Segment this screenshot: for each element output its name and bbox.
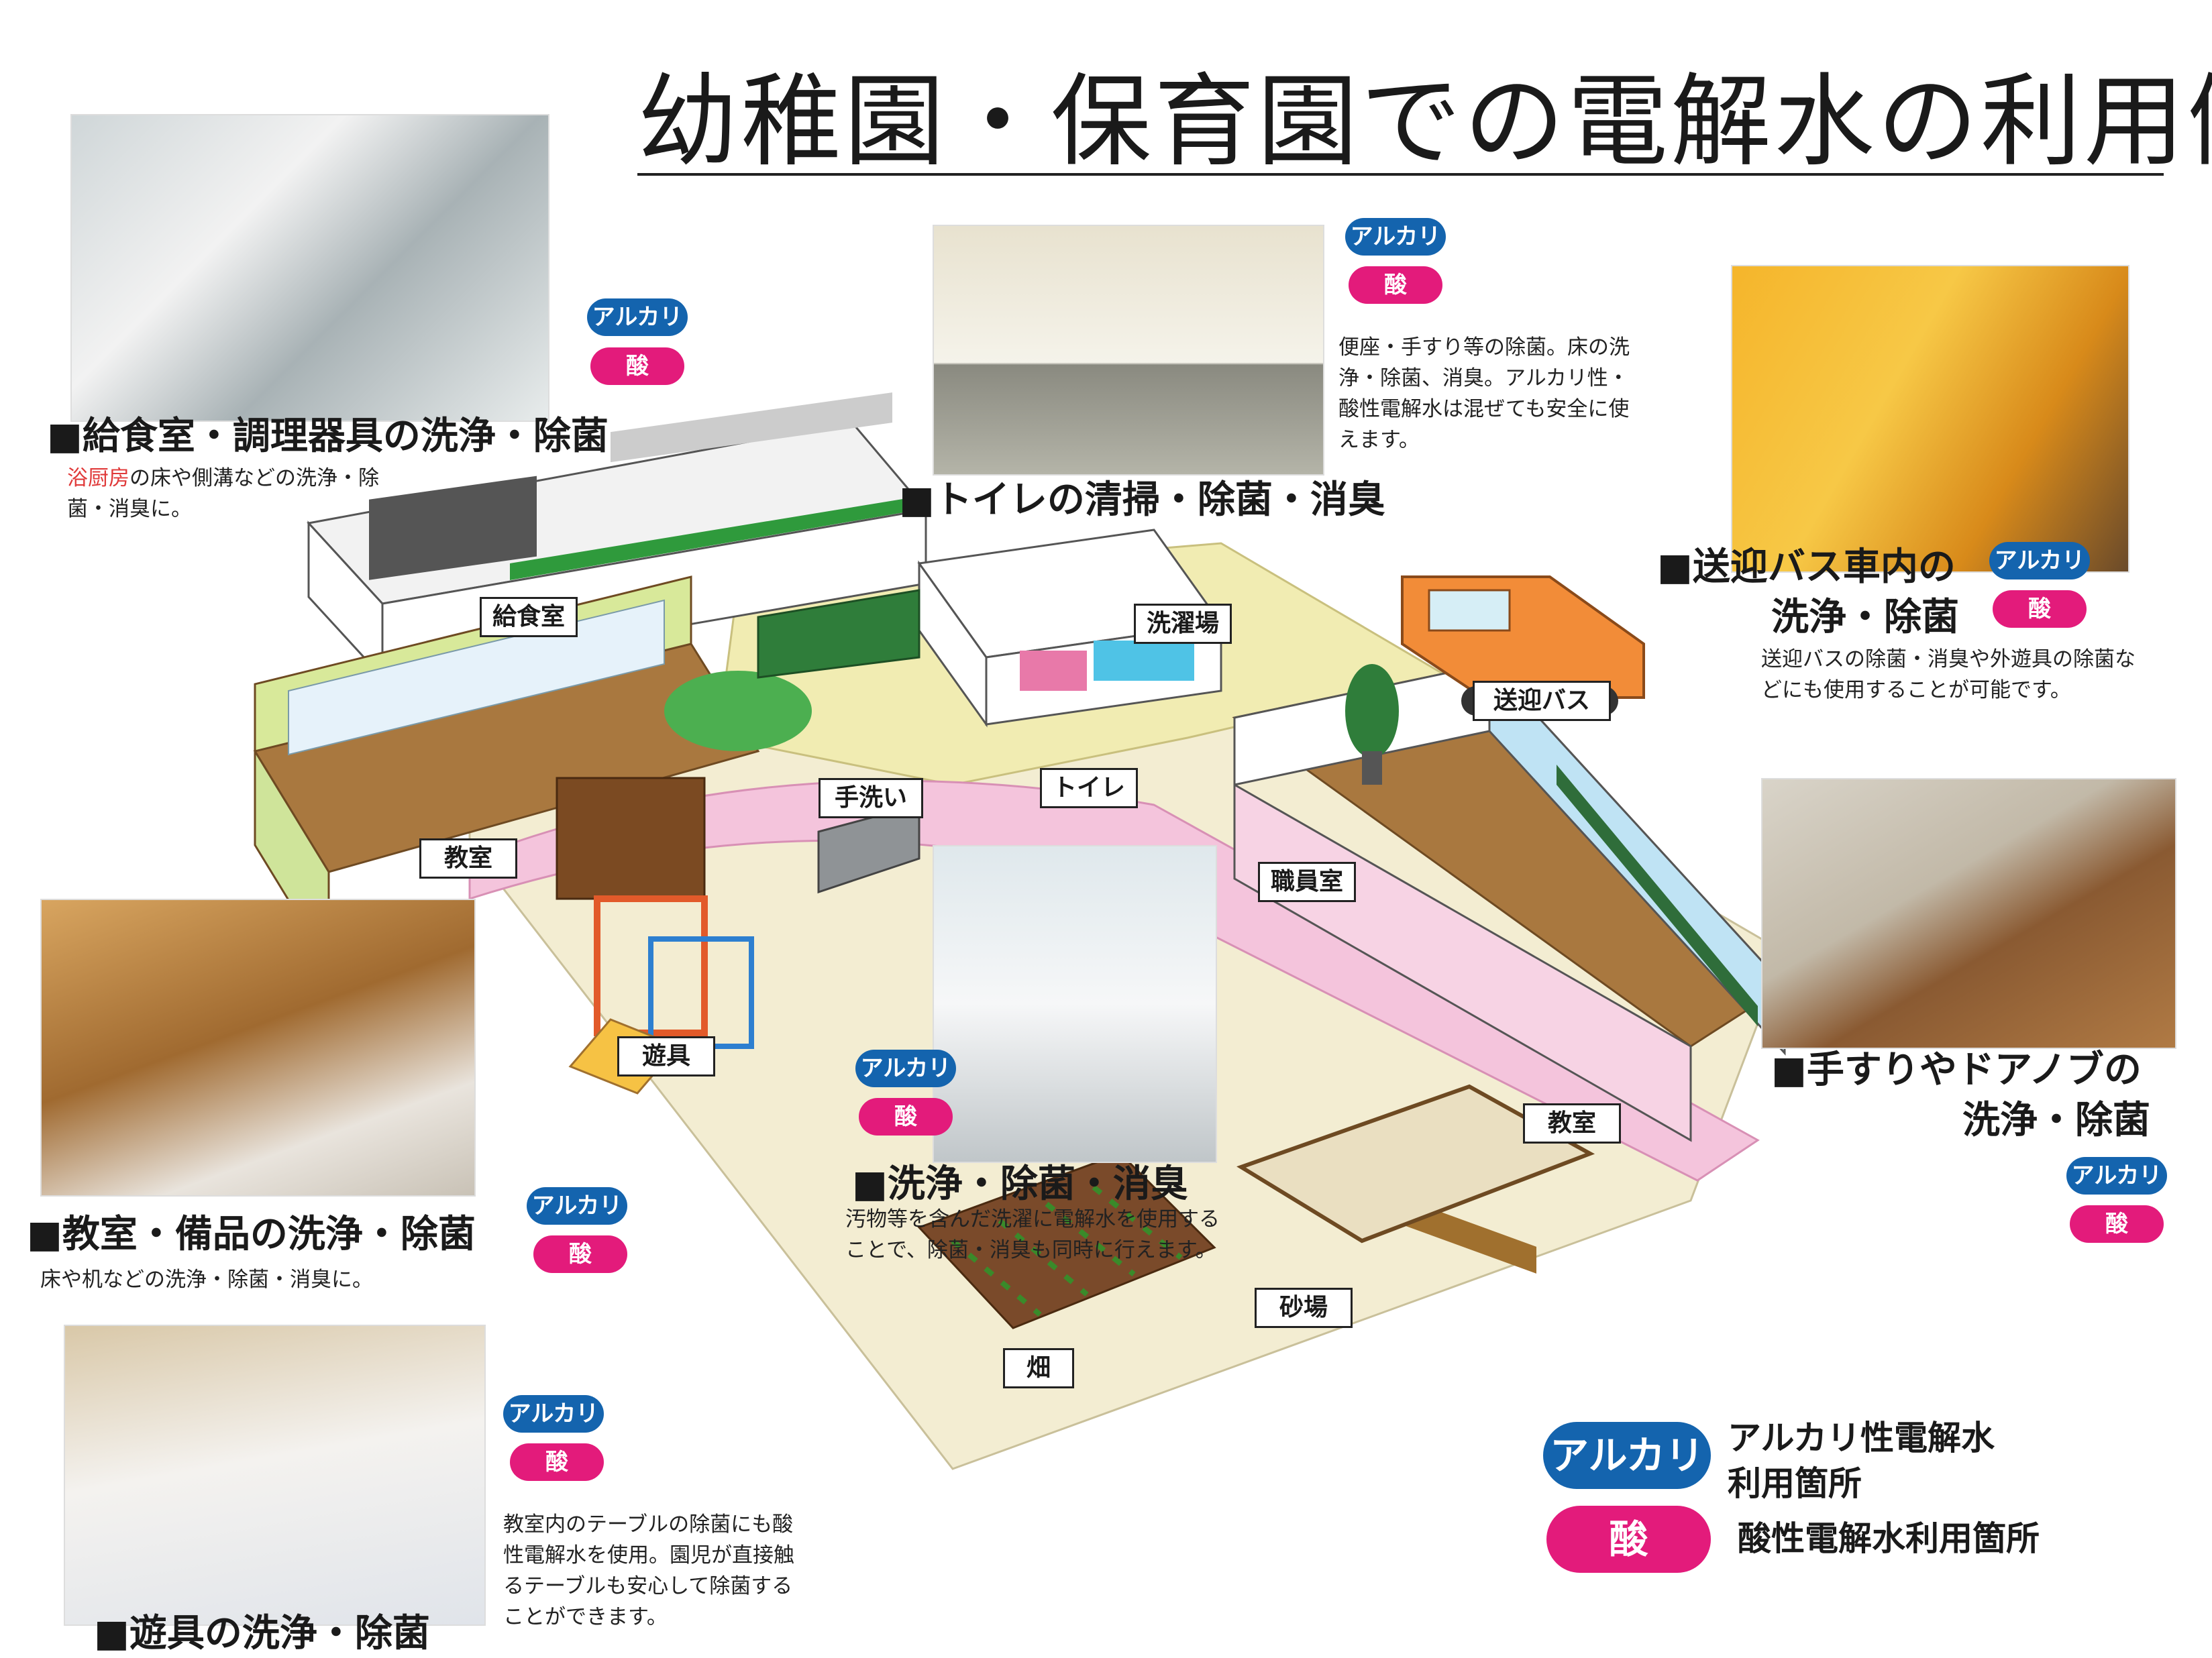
map-label-classroom-left: 教室 <box>419 838 517 879</box>
map-label-sandbox: 砂場 <box>1255 1288 1353 1328</box>
toys-alkali-badge: アルカリ <box>503 1395 604 1433</box>
classroom-heading: ■教室・備品の洗浄・除菌 <box>27 1213 476 1256</box>
map-label-laundry-room: 洗濯場 <box>1134 604 1232 644</box>
page-title: 幼稚園・保育園での電解水の利用例 <box>637 64 2212 180</box>
bus-alkali-badge: アルカリ <box>1989 542 2090 579</box>
toys-acid-badge: 酸 <box>510 1443 604 1481</box>
map-label-field: 畑 <box>1003 1348 1074 1388</box>
laundry-heading: ■洗浄・除菌・消臭 <box>852 1162 1188 1206</box>
sandbox <box>1236 1084 1595 1244</box>
laundry-alkali-badge: アルカリ <box>855 1050 956 1087</box>
legend-alkali-text-line2: 利用箇所 <box>1728 1464 1862 1503</box>
map-label-playground: 遊具 <box>617 1036 715 1076</box>
toys-photo <box>64 1325 486 1626</box>
legend-alkali-badge: アルカリ <box>1543 1422 1711 1489</box>
bus-description: 送迎バスの除菌・消臭や外遊具の除菌などにも使用することが可能です。 <box>1761 647 2136 702</box>
kitchen-acid-badge: 酸 <box>590 347 684 385</box>
legend-acid-text: 酸性電解水利用箇所 <box>1738 1519 2040 1558</box>
laundry-description: 汚物等を含んだ洗濯に電解水を使用することで、除菌・消臭も同時に行えます。 <box>845 1207 1220 1262</box>
classroom-acid-badge: 酸 <box>533 1235 627 1273</box>
handrail-heading-line2: 洗浄・除菌 <box>1962 1099 2150 1142</box>
handrail-photo <box>1761 778 2176 1049</box>
classroom-description: 床や机などの洗浄・除菌・消臭に。 <box>40 1268 373 1292</box>
map-label-handwash: 手洗い <box>819 778 923 818</box>
legend-alkali-text-line1: アルカリ性電解水 <box>1728 1419 1995 1457</box>
bus-heading-line2: 洗浄・除菌 <box>1771 596 1959 639</box>
toilet-heading: ■トイレの清掃・除菌・消臭 <box>899 478 1385 522</box>
toilet-description: 便座・手すり等の除菌。床の洗浄・除菌、消臭。アルカリ性・酸性電解水は混ぜても安全… <box>1338 335 1630 452</box>
laundry-photo <box>933 845 1217 1163</box>
bus-acid-badge: 酸 <box>1993 590 2087 628</box>
toilet-acid-badge: 酸 <box>1349 266 1442 304</box>
kitchen-description-text: の床や側溝などの洗浄・除菌・消臭に。 <box>67 466 379 521</box>
map-label-kitchen: 給食室 <box>480 597 578 637</box>
legend-acid-badge: 酸 <box>1546 1506 1711 1573</box>
map-label-staff-room: 職員室 <box>1258 862 1356 902</box>
kitchen-description: 浴厨房の床や側溝などの洗浄・除菌・消臭に。 <box>67 463 382 524</box>
handrail-acid-badge: 酸 <box>2070 1205 2164 1243</box>
kitchen-description-highlight: 浴厨房 <box>67 466 129 490</box>
toilet-alkali-badge: アルカリ <box>1345 218 1446 256</box>
handrail-heading-line1: ■手すりやドアノブの <box>1771 1048 2142 1092</box>
toys-heading: ■遊具の洗浄・除菌 <box>94 1612 430 1655</box>
kitchen-heading: ■給食室・調理器具の洗浄・除菌 <box>47 414 609 458</box>
classroom-photo <box>40 899 476 1197</box>
potted-plant-icon <box>1345 664 1399 785</box>
toilet-photo <box>933 225 1324 476</box>
bus-heading-line1: ■送迎バス車内の <box>1657 545 1956 589</box>
bus-interior-photo <box>1731 265 2129 573</box>
kitchen-alkali-badge: アルカリ <box>587 298 688 336</box>
map-label-toilet: トイレ <box>1040 768 1138 808</box>
toys-description: 教室内のテーブルの除菌にも酸性電解水を使用。園児が直接触るテーブルも安心して除菌… <box>503 1512 794 1629</box>
vegetable-field <box>917 1152 1216 1329</box>
classroom-alkali-badge: アルカリ <box>527 1187 627 1225</box>
laundry-acid-badge: 酸 <box>859 1098 953 1136</box>
kitchen-photo <box>70 114 549 422</box>
title-divider <box>637 173 2164 176</box>
map-label-classroom-right: 教室 <box>1523 1103 1621 1144</box>
handrail-alkali-badge: アルカリ <box>2066 1157 2167 1195</box>
left-classroom <box>253 575 812 970</box>
map-label-bus: 送迎バス <box>1473 681 1611 721</box>
